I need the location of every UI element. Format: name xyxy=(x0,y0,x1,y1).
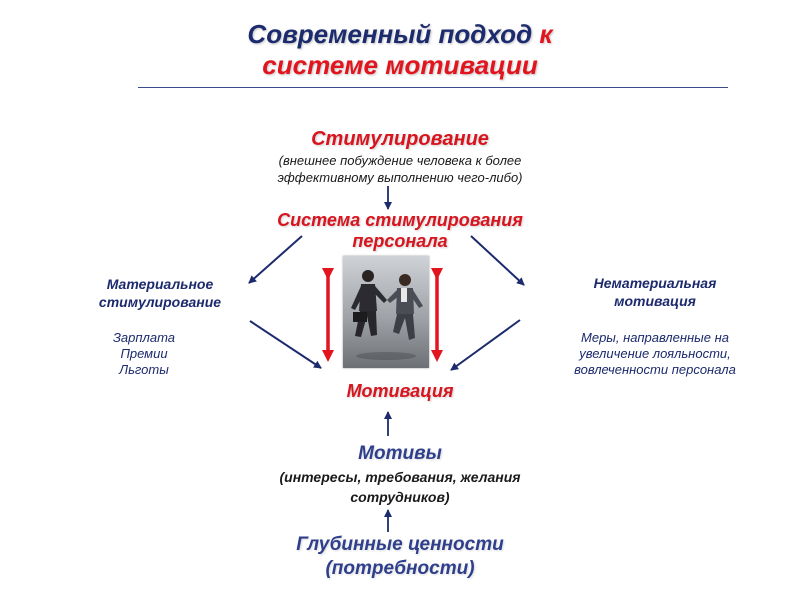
nonmaterial-item: Меры, направленные на xyxy=(581,330,729,345)
motivation-label: Мотивация xyxy=(346,381,454,401)
material-title: Материальное стимулирование xyxy=(70,275,250,311)
nonmaterial-item: увеличение лояльности, xyxy=(579,346,731,361)
nonmaterial-title-line2: мотивация xyxy=(614,293,696,309)
nonmaterial-items: Меры, направленные на увеличение лояльно… xyxy=(545,330,765,378)
people-illustration xyxy=(351,270,423,360)
deep-values-line2: (потребности) xyxy=(325,558,475,579)
arrow-system-to-material xyxy=(248,235,303,284)
deep-values: Глубинные ценности (потребности) xyxy=(220,533,580,581)
motives-subtitle-line2: сотрудников) xyxy=(350,489,450,505)
system-line2: персонала xyxy=(352,231,448,251)
title-divider xyxy=(138,87,728,88)
motives-subtitle: (интересы, требования, желания сотрудник… xyxy=(220,467,580,507)
material-title-line2: стимулирование xyxy=(98,294,222,310)
arrow-nonmaterial-to-motivation xyxy=(450,319,521,371)
business-people-photo xyxy=(343,256,429,368)
material-items: Зарплата Премии Льготы xyxy=(84,330,204,378)
arrow-system-to-nonmaterial xyxy=(470,235,525,286)
title-part2: к xyxy=(539,19,553,49)
arrow-material-to-motivation xyxy=(249,320,322,369)
title-part1: Современный подход xyxy=(247,19,533,49)
system-line1: Система стимулирования xyxy=(277,210,523,230)
material-title-line1: Материальное xyxy=(106,276,214,292)
page-title-line2: системе мотивации xyxy=(262,50,538,80)
deep-values-line1: Глубинные ценности xyxy=(296,534,504,555)
material-item: Зарплата xyxy=(112,330,176,345)
stimulation-title: Стимулирование xyxy=(311,128,489,150)
nonmaterial-item: вовлеченности персонала xyxy=(574,362,736,377)
system-label: Система стимулирования персонала xyxy=(230,210,570,252)
nonmaterial-title: Нематериальная мотивация xyxy=(560,274,750,310)
material-item: Льготы xyxy=(119,362,169,377)
motives-subtitle-line1: (интересы, требования, желания xyxy=(279,469,521,485)
motives-title: Мотивы xyxy=(358,443,442,464)
stimulation-subtitle-line2: эффективному выполнению чего-либо) xyxy=(277,170,523,185)
stimulation-subtitle-line1: (внешнее побуждение человека к более xyxy=(278,153,522,168)
stimulation-subtitle: (внешнее побуждение человека к более эфф… xyxy=(200,152,600,186)
material-item: Премии xyxy=(120,346,168,361)
nonmaterial-title-line1: Нематериальная xyxy=(593,275,717,291)
page-title-line1: Современный подход к xyxy=(0,18,800,50)
